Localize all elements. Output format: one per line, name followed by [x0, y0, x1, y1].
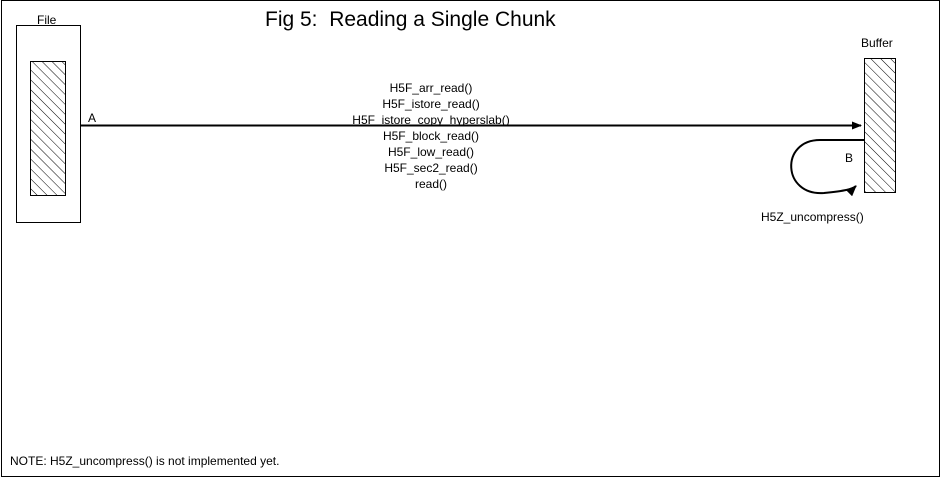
buffer-box-label: Buffer [861, 36, 893, 50]
call-stack-line-7: read() [414, 177, 447, 191]
file-chunk-hatch [30, 61, 66, 196]
call-stack-line-6: H5F_sec2_read() [384, 161, 478, 175]
call-stack-line-4: H5F_block_read() [382, 129, 480, 143]
point-label-a: A [88, 111, 97, 125]
figure-note: NOTE: H5Z_uncompress() is not implemente… [10, 454, 280, 468]
call-stack-line-2: H5F_istore_read() [382, 97, 480, 111]
figure-title: Fig 5: Reading a Single Chunk [265, 8, 556, 31]
call-stack-line-5: H5F_low_read() [387, 145, 475, 159]
loop-arrow [790, 139, 864, 197]
loop-function-label: H5Z_uncompress() [761, 210, 864, 224]
call-stack-line-1: H5F_arr_read() [389, 81, 473, 95]
call-stack-line-3: H5F_istore_copy_hyperslab() [352, 113, 510, 127]
file-box-label: File [37, 13, 57, 27]
point-label-b: B [845, 151, 854, 165]
buffer-box-hatch [864, 58, 896, 193]
